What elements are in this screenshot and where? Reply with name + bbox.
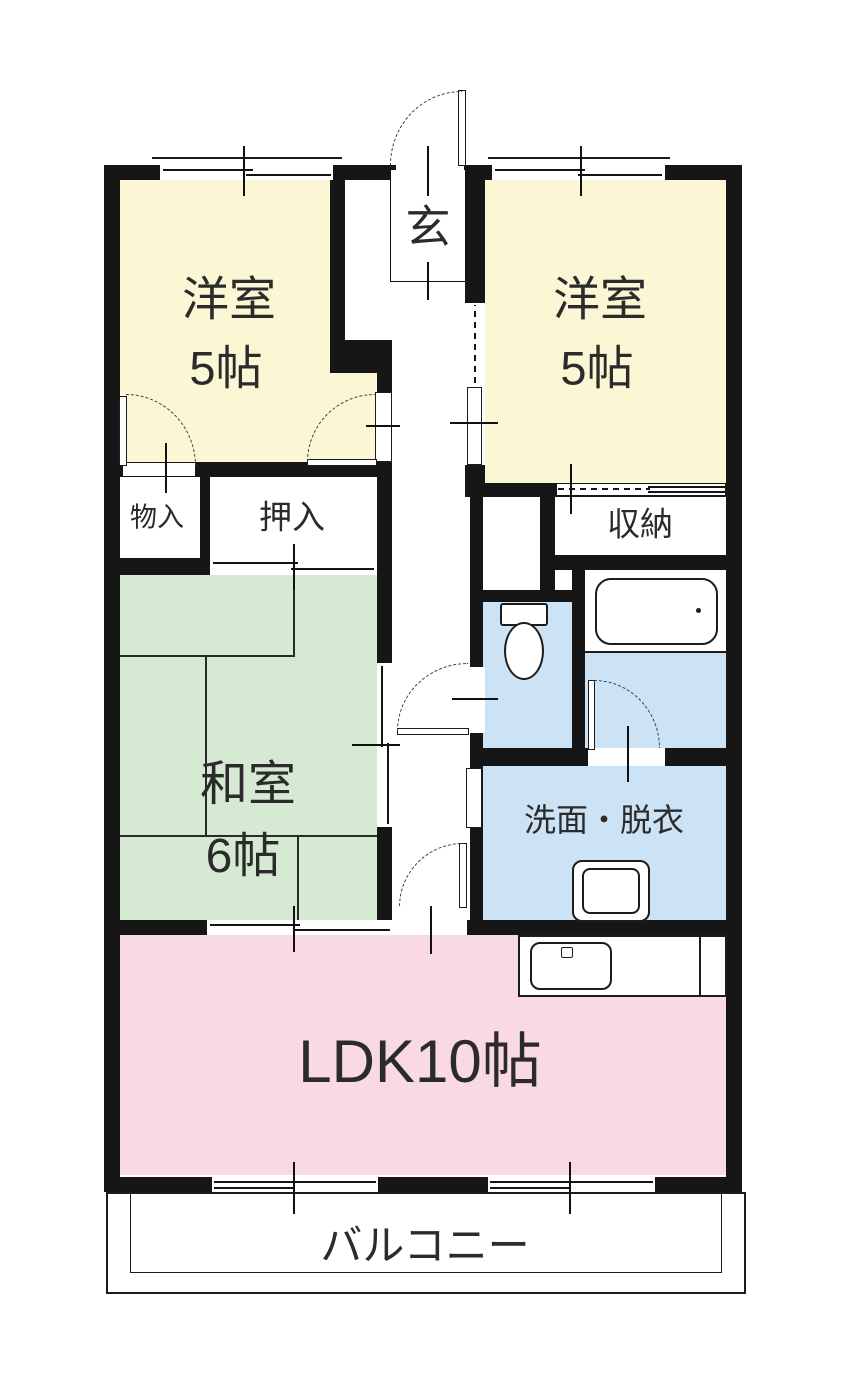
kitchen-faucet [561,947,573,958]
label-western-left-size: 5帖 [189,341,263,395]
tick [352,744,400,746]
bath-door-opening [588,748,665,766]
wall [470,748,590,766]
wall [377,558,392,663]
sliding-pane-hatched [558,488,650,490]
tick [427,146,429,196]
balcony-outline [106,1192,746,1294]
room-small-storage [118,477,200,558]
window-bottom-left [212,1177,378,1192]
washing-machine [582,868,640,914]
tick [293,906,295,952]
room-western-right [485,180,727,483]
window-sash-line [488,157,670,159]
tick [570,464,572,514]
wall [465,165,485,303]
tatami-line [205,655,207,835]
window-pane [490,1187,571,1189]
tick [430,906,432,954]
balcony-inner-line [130,1192,722,1273]
wall [330,165,345,343]
label-washroom: 洗面・脱衣 [523,802,685,838]
window-bottom-right [488,1177,655,1192]
label-entrance: 玄 [405,201,451,253]
wall [200,462,210,558]
bath-floor-edge [585,651,727,653]
tatami-line [118,835,380,837]
wall [555,555,727,570]
wall-ldk-top [104,920,208,935]
wall-left [104,165,120,1192]
hall-ldk-opening [393,920,465,935]
tick [243,146,245,196]
wall-right [726,165,742,1192]
tick [627,726,629,782]
wall [483,590,585,602]
sliding-pane [213,562,298,564]
sliding-door-washitsu-ldk [207,920,393,935]
kitchen-counter-divider [699,937,701,995]
wall-genkan-step [330,340,392,373]
wall [465,463,485,497]
sliding-pane [210,924,300,926]
sliding-panel [467,387,482,465]
sliding-pane-hatched [474,305,476,383]
tick [293,544,295,590]
window-pane [214,1181,376,1183]
tick [366,425,400,427]
sliding-pane [648,486,725,488]
window-pane [578,174,662,176]
window-pane [246,174,331,176]
sliding-pane [387,743,389,824]
tick [427,262,429,300]
label-japanese-name: 和室 [199,758,297,811]
sliding-pane [291,568,374,570]
tick [580,146,582,196]
wall [104,558,210,575]
room-japanese [118,575,380,925]
window-sash-line [152,157,342,159]
label-small-storage: 物入 [130,502,184,533]
hall-pocket [483,497,540,590]
window-pane [495,169,585,171]
label-western-left-name: 洋室 [182,272,276,326]
sliding-pane [294,929,390,931]
tatami-line [293,575,295,655]
window-pane [214,1187,294,1189]
label-japanese-size: 6帖 [205,830,281,883]
window-top-right [492,165,665,180]
window-top-left [160,165,333,180]
label-futon-closet: 押入 [259,498,325,536]
bathtub-drain [696,608,701,613]
room-storage [555,495,727,555]
wall [572,570,585,750]
tick [293,1162,295,1214]
entrance-door-swing [390,91,462,165]
sliding-pane [381,666,383,747]
western-left-door-panel [375,392,392,462]
label-balcony: バルコニー [320,1222,530,1269]
tick [450,422,498,424]
tatami-line [297,835,299,925]
washroom-door-panel [466,768,482,828]
tick [165,443,167,493]
toilet-bowl [504,622,544,680]
wall [377,827,392,935]
wall-ldk-top [467,920,727,935]
label-storage: 収納 [607,505,673,543]
entrance-hall-strip [345,170,390,340]
label-western-right-size: 5帖 [560,341,634,395]
window-pane [490,1181,653,1183]
wall [540,497,555,590]
window-pane [163,169,253,171]
wall [665,748,727,766]
label-western-right-name: 洋室 [553,272,647,326]
tick [569,1162,571,1214]
tick [452,698,498,700]
label-ldk: LDK10帖 [298,1028,542,1095]
toilet-door-opening [468,667,485,733]
sliding-pane [648,491,725,493]
